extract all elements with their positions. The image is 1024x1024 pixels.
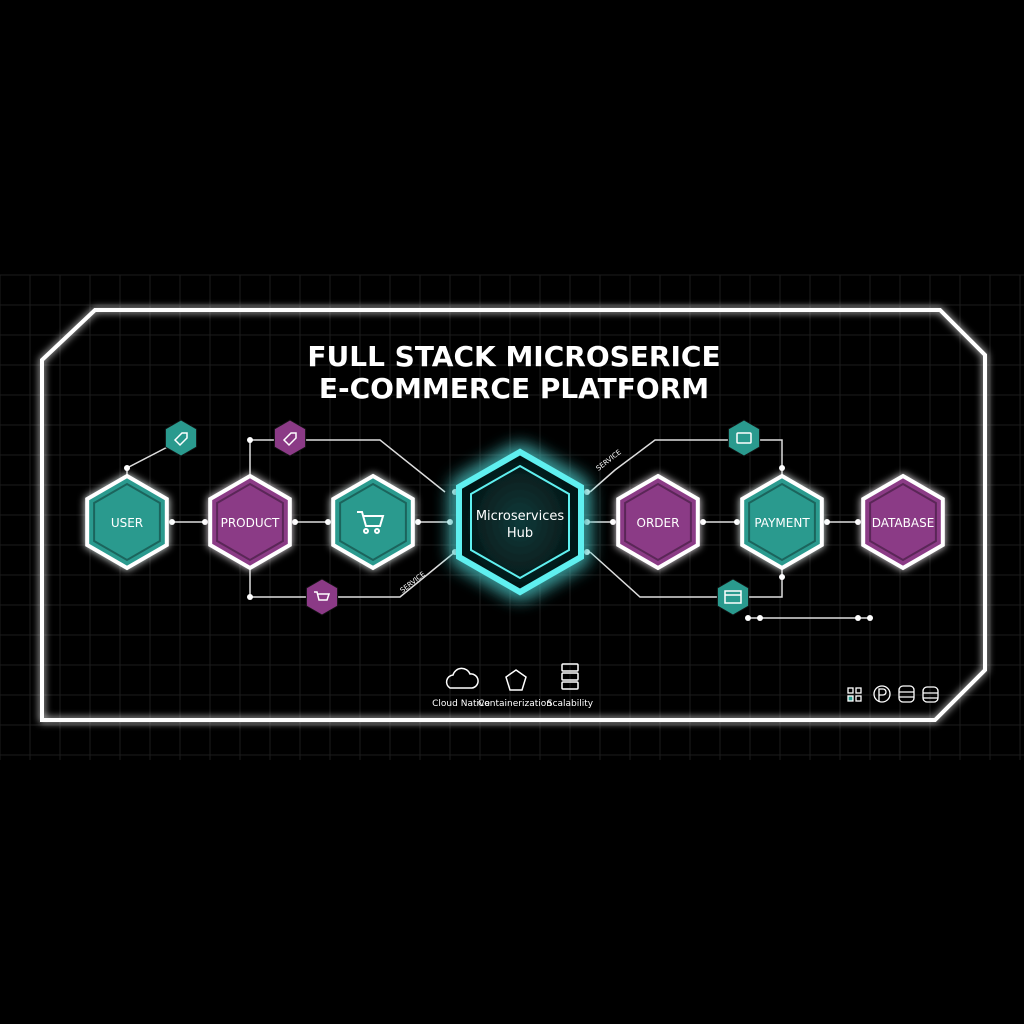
shopping-cart-icon [314,591,331,601]
feature-label: Containerization [478,699,552,709]
shopping-cart-icon [357,511,385,534]
connector-label-1: SERVICE [595,448,623,472]
feature-label: Scalability [547,699,594,709]
node-label: DATABASE [872,516,935,530]
wallet-icon [736,432,752,444]
node-order[interactable]: ORDER [616,473,700,571]
database-icon [922,686,939,703]
connector-dots [124,437,873,621]
node-cart[interactable] [331,473,415,571]
database-icon [898,685,915,703]
node-label: ORDER [637,516,680,530]
browser-window-icon [724,590,742,604]
title-line-1: FULL STACK MICROSERICE [307,340,720,373]
title-line-2: E-COMMERCE PLATFORM [319,372,709,405]
mini-node-tag-icon[interactable] [164,419,198,457]
node-label: PRODUCT [221,516,280,530]
node-user[interactable]: USER [85,473,169,571]
feature-label: Cloud Native [432,699,490,709]
mini-node-wallet-icon[interactable] [727,419,761,457]
mini-node-browser-window-icon[interactable] [716,578,750,616]
tech-icons [847,685,939,703]
mini-node-shopping-cart-icon[interactable] [305,578,339,616]
hub-label-line1: Microservices [476,509,565,524]
node-product[interactable]: PRODUCT [208,473,292,571]
mini-node-tag-icon[interactable] [273,419,307,457]
feature-cloud-native: Cloud Native [432,667,490,709]
feature-containerization: Containerization [478,669,552,709]
node-database[interactable]: DATABASE [861,473,945,571]
grid-apps-icon [847,687,862,702]
server-stack-icon [561,663,579,690]
node-payment[interactable]: PAYMENT [740,473,824,571]
feature-scalability: Scalability [547,663,594,709]
p-logo-icon [873,685,891,703]
connector-label-2: SERVICE [399,570,427,594]
hub-label-line2: Hub [507,526,533,541]
node-label: USER [111,516,143,530]
node-label: PAYMENT [754,516,810,530]
tag-icon [282,432,297,447]
cloud-icon [445,667,479,689]
hub-node[interactable]: Microservices Hub [456,448,584,596]
platform-frame [40,308,987,722]
tag-icon [173,432,188,447]
container-icon [505,669,527,691]
